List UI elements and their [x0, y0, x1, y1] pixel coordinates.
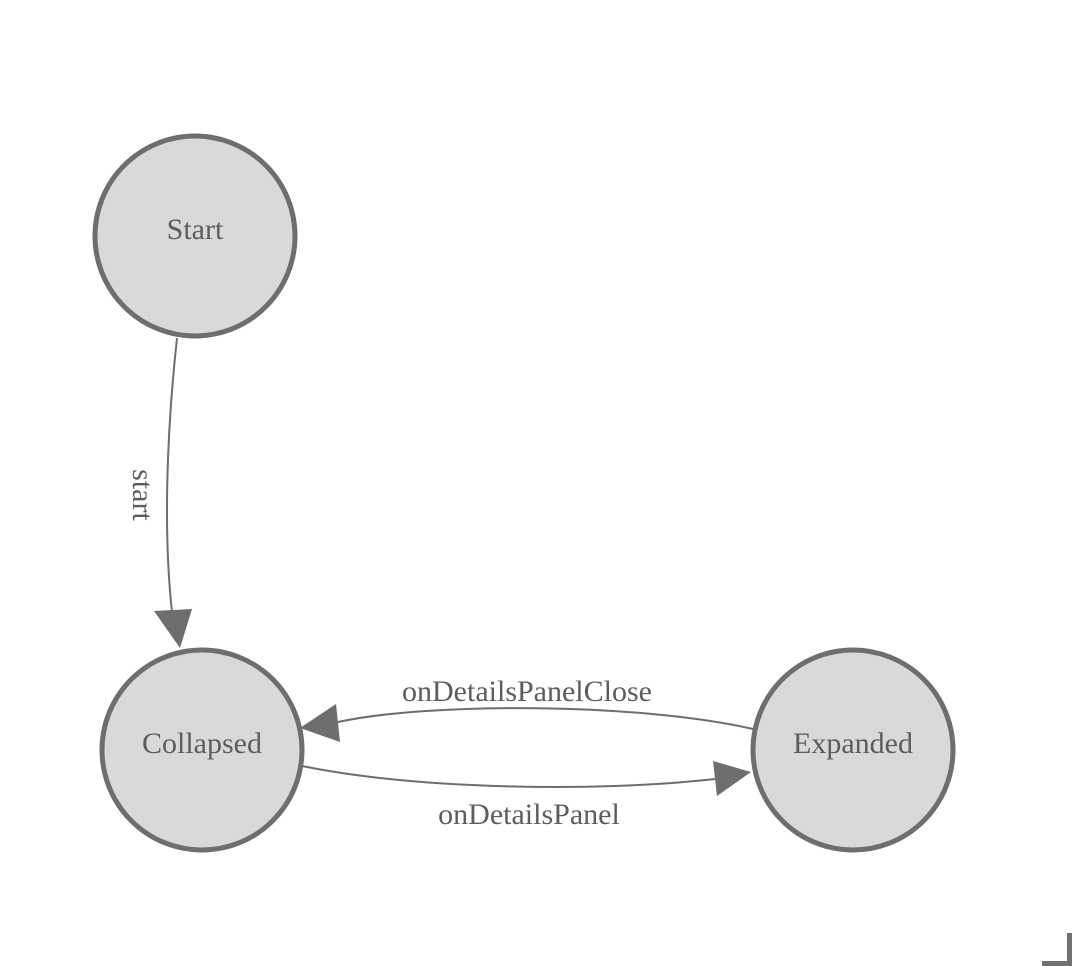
edge-path-start-transition	[166, 337, 178, 613]
edge-close-transition: onDetailsPanelClose	[300, 675, 754, 742]
node-expanded[interactable]: Expanded	[750, 647, 956, 853]
edge-label-ondetailspanel: onDetailsPanel	[438, 798, 620, 831]
edge-label-ondetailspanelclose: onDetailsPanelClose	[402, 675, 652, 708]
node-start-circle[interactable]	[92, 133, 298, 339]
arrowhead-expanded-to-collapsed-icon	[300, 704, 340, 742]
node-expanded-circle[interactable]	[750, 647, 956, 853]
edge-label-start: start	[126, 469, 159, 521]
edge-open-transition: onDetailsPanel	[301, 761, 751, 831]
node-collapsed[interactable]: Collapsed	[99, 647, 305, 853]
arrowhead-start-to-collapsed-icon	[154, 609, 192, 648]
arrowhead-collapsed-to-expanded-icon	[713, 761, 751, 796]
edge-path-open-transition	[301, 765, 716, 788]
node-collapsed-label: Collapsed	[142, 727, 262, 760]
node-start-label: Start	[167, 213, 224, 246]
edge-start-transition: start	[126, 337, 192, 648]
edge-path-close-transition	[337, 707, 754, 730]
node-expanded-label: Expanded	[793, 727, 913, 760]
node-start[interactable]: Start	[92, 133, 298, 339]
resize-handle-icon[interactable]	[1042, 933, 1072, 966]
node-collapsed-circle[interactable]	[99, 647, 305, 853]
